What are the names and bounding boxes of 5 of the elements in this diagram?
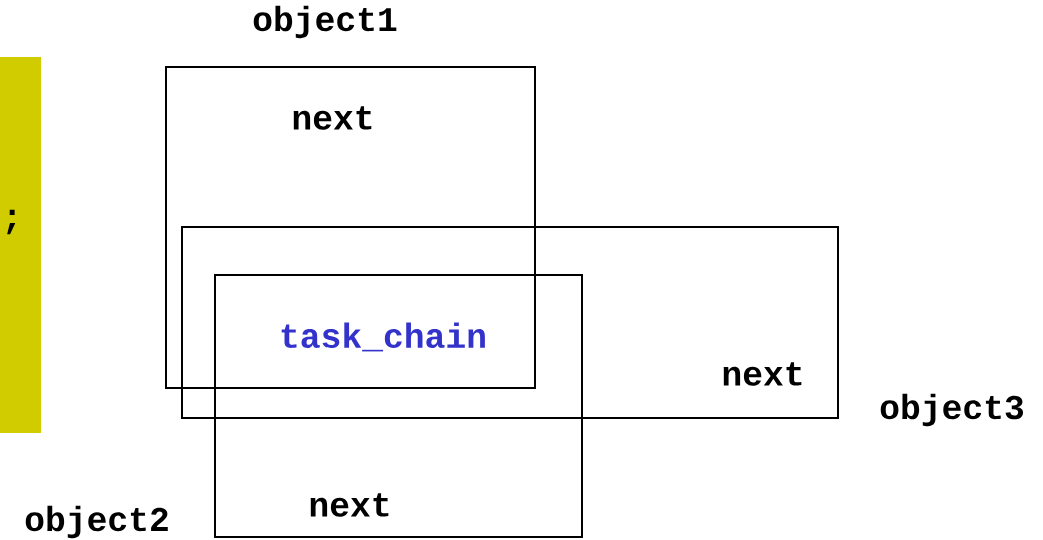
node-label: object2 [25,505,168,539]
node-label: object1 [253,5,397,39]
side-band: ; [0,57,41,433]
node-label: object3 [880,393,1024,427]
code-label: task_chain [281,322,485,352]
